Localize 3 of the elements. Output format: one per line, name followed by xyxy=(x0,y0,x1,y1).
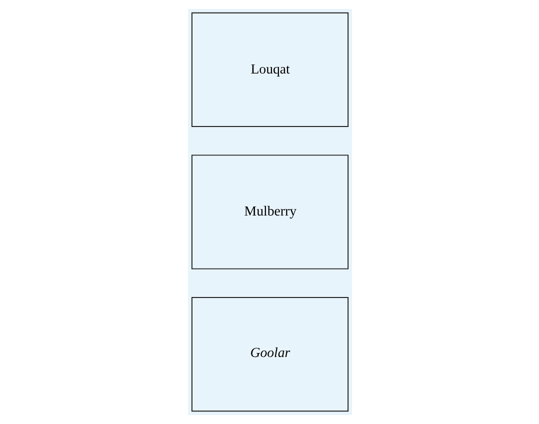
node-box: Mulberry xyxy=(190,154,348,270)
node-box: Goolar xyxy=(190,296,348,412)
node-box: Louqat xyxy=(190,12,348,128)
